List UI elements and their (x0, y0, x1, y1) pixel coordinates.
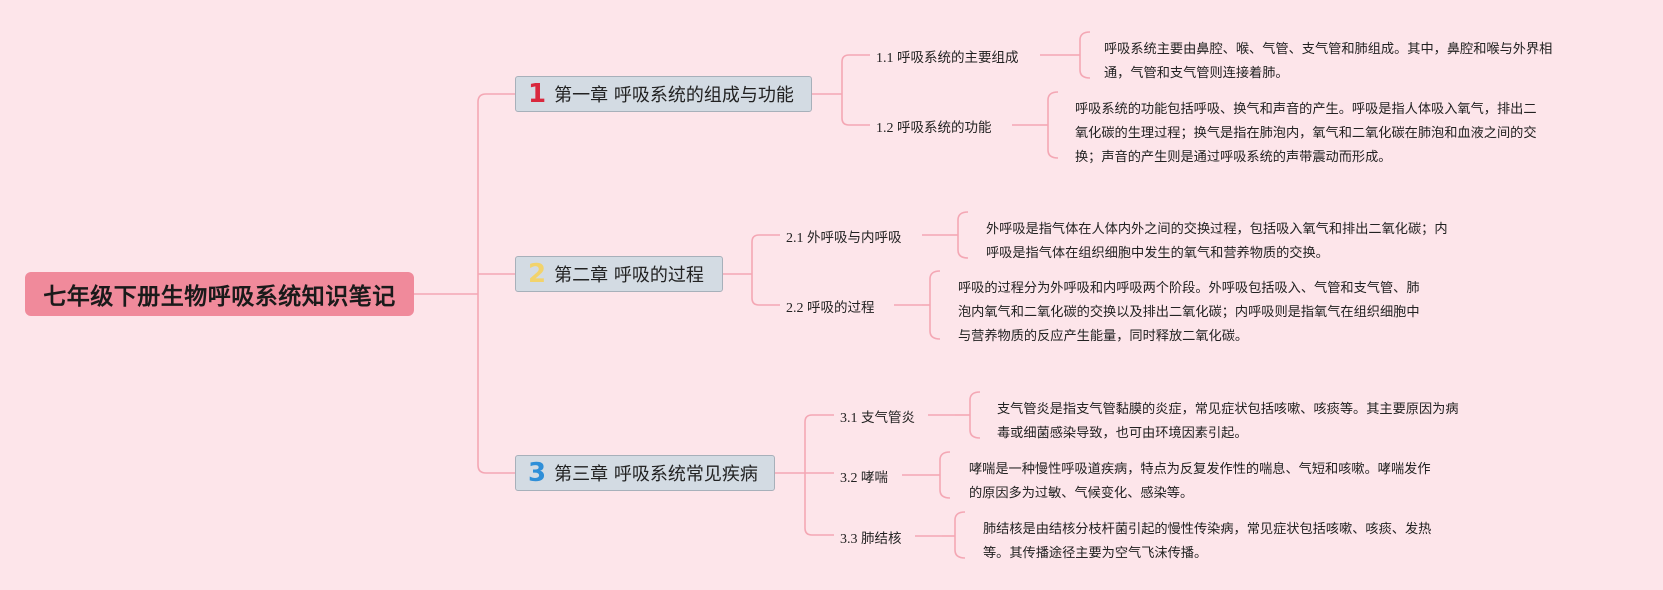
section-1-1[interactable]: 1.1 呼吸系统的主要组成 (876, 46, 1019, 67)
sec-3-1-bracket (969, 391, 981, 439)
section-2-1-description: 外呼吸是指气体在人体内外之间的交换过程，包括吸入氧气和排出二氧化碳；内 呼吸是指… (986, 222, 1448, 261)
chapter-2-topic[interactable]: 2 第二章 呼吸的过程 (515, 256, 723, 292)
section-1-2[interactable]: 1.2 呼吸系统的功能 (876, 116, 992, 137)
sec-3-2-bracket (939, 451, 951, 499)
sec-1-2-bracket (1047, 91, 1059, 159)
section-3-1[interactable]: 3.1 支气管炎 (840, 406, 915, 427)
section-3-2-description: 哮喘是一种慢性呼吸道疾病，特点为反复发作性的喘息、气短和咳嗽。哮喘发作 的原因多… (969, 462, 1431, 501)
root-title: 七年级下册生物呼吸系统知识笔记 (43, 284, 396, 310)
section-title: 支气管炎 (861, 410, 915, 426)
section-3-1-description: 支气管炎是指支气管黏膜的炎症，常见症状包括咳嗽、咳痰等。其主要原因为病 毒或细菌… (997, 402, 1459, 441)
section-1-2-description: 呼吸系统的功能包括呼吸、换气和声音的产生。呼吸是指人体吸入氧气，排出二 氧化碳的… (1075, 102, 1537, 165)
chapter-1-to-1-1 (841, 54, 870, 94)
section-title: 呼吸系统的主要组成 (897, 50, 1019, 66)
chapter-1-title: 第一章 呼吸系统的组成与功能 (554, 85, 794, 106)
root-to-chapter-3 (477, 294, 515, 474)
section-title: 哮喘 (861, 470, 888, 486)
sec-3-3-bracket (954, 511, 966, 559)
root-to-chapter-1 (477, 93, 515, 294)
section-number: 2.1 (786, 231, 804, 246)
sec-1-1-bracket (1079, 31, 1091, 79)
chapter-3-topic[interactable]: 3 第三章 呼吸系统常见疾病 (515, 455, 775, 491)
section-3-3-description: 肺结核是由结核分枝杆菌引起的慢性传染病，常见症状包括咳嗽、咳痰、发热 等。其传播… (983, 522, 1432, 561)
chapter-2-to-2-1 (751, 234, 780, 274)
chapter-3-to-3-3 (804, 473, 834, 536)
section-number: 1.1 (876, 51, 894, 66)
section-title: 肺结核 (861, 531, 902, 547)
section-number: 1.2 (876, 121, 894, 136)
chapter-number-2: 2 (528, 259, 547, 289)
chapter-2-title: 第二章 呼吸的过程 (554, 265, 704, 286)
section-number: 3.3 (840, 532, 858, 547)
chapter-number-3: 3 (528, 458, 547, 488)
chapter-3-title: 第三章 呼吸系统常见疾病 (554, 464, 758, 485)
section-title: 呼吸的过程 (807, 300, 875, 316)
section-2-1[interactable]: 2.1 外呼吸与内呼吸 (786, 226, 902, 247)
section-2-2-description: 呼吸的过程分为外呼吸和内呼吸两个阶段。外呼吸包括吸入、气管和支气管、肺 泡内氧气… (958, 281, 1420, 344)
section-number: 3.2 (840, 471, 858, 486)
chapter-2-to-2-2 (751, 274, 780, 306)
section-3-2[interactable]: 3.2 哮喘 (840, 466, 888, 487)
sec-2-2-bracket (929, 270, 941, 340)
section-number: 2.2 (786, 301, 804, 316)
section-1-1-description: 呼吸系统主要由鼻腔、喉、气管、支气管和肺组成。其中，鼻腔和喉与外界相 通，气管和… (1104, 42, 1553, 81)
section-title: 外呼吸与内呼吸 (807, 230, 902, 246)
chapter-1-topic[interactable]: 1 第一章 呼吸系统的组成与功能 (515, 76, 812, 112)
chapter-3-to-3-1 (804, 414, 834, 473)
sec-2-1-bracket (957, 211, 969, 259)
root-topic[interactable]: 七年级下册生物呼吸系统知识笔记 (25, 272, 414, 316)
section-number: 3.1 (840, 411, 858, 426)
chapter-1-to-1-2 (841, 94, 870, 126)
section-3-3[interactable]: 3.3 肺结核 (840, 527, 902, 548)
section-title: 呼吸系统的功能 (897, 120, 992, 136)
section-2-2[interactable]: 2.2 呼吸的过程 (786, 296, 875, 317)
chapter-number-1: 1 (528, 79, 547, 109)
